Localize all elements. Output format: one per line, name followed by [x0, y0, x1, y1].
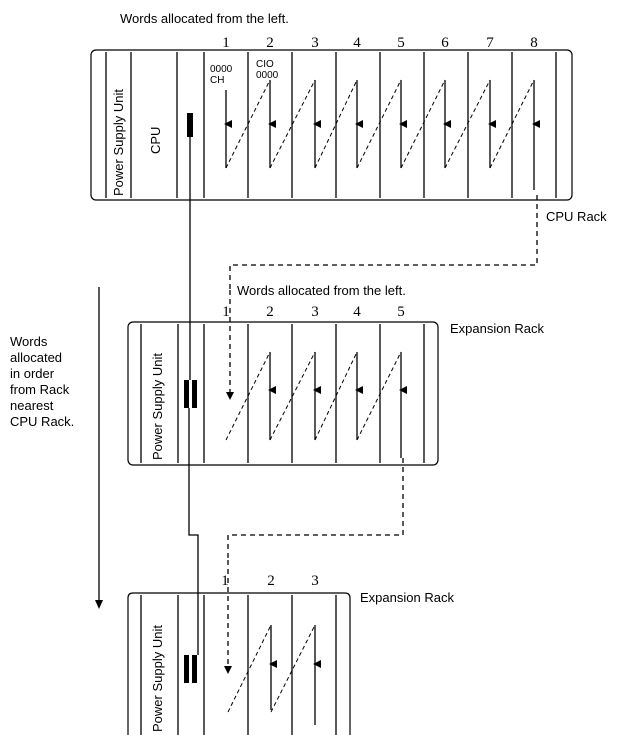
- cpu-slot-number-5: 5: [397, 35, 405, 51]
- cpu-slot-number-2: 2: [266, 35, 274, 51]
- cpu-slot-number-8: 8: [530, 35, 538, 51]
- exp2-slot-number-3: 3: [311, 573, 319, 589]
- side-note: Words allocated in order from Rack neare…: [10, 334, 74, 429]
- side-note-line-3: in order: [10, 366, 55, 381]
- exp1-slot-number-5: 5: [397, 304, 405, 320]
- exp2-rack-frame: [127, 592, 351, 735]
- exp2-slot-number-2: 2: [267, 573, 275, 589]
- exp1-slot-number-2: 2: [266, 304, 274, 320]
- slot1-label-line2: CH: [210, 75, 224, 86]
- exp2-slot-number-1: 1: [221, 573, 229, 589]
- exp1-connector: [184, 380, 197, 408]
- allocation-path-exp1-to-exp2: [227, 458, 404, 560]
- exp2-allocation-arrows: [224, 560, 321, 725]
- cpu-slot-number-1: 1: [222, 35, 230, 51]
- cable-exp1-to-exp2: [188, 408, 199, 655]
- cpu-rack-label: CPU Rack: [546, 209, 607, 224]
- cpu-slot-number-7: 7: [486, 35, 494, 51]
- exp1-psu-label: Power Supply Unit: [150, 353, 165, 460]
- cpu-rack-slot-numbers: 1 2 3 4 5 6 7 8: [222, 35, 538, 51]
- cpu-label: CPU: [148, 127, 163, 154]
- cpu-rack-allocation-arrows: [224, 79, 540, 190]
- exp2-rack-label: Expansion Rack: [360, 590, 454, 605]
- allocation-path-cpu-to-exp1: [229, 195, 538, 290]
- cpu-rack-caption: Words allocated from the left.: [120, 11, 289, 26]
- exp1-rack-label: Expansion Rack: [450, 321, 544, 336]
- side-note-line-6: CPU Rack.: [10, 414, 74, 429]
- side-note-line-2: allocated: [10, 350, 62, 365]
- exp1-caption: Words allocated from the left.: [237, 283, 406, 298]
- order-arrow: [95, 287, 103, 609]
- slot2-label-line2: 0000: [256, 70, 279, 81]
- exp1-slot-number-4: 4: [353, 304, 361, 320]
- exp1-rack-dividers: [140, 324, 425, 463]
- side-note-line-1: Words: [10, 334, 48, 349]
- exp1-slot-number-3: 3: [311, 304, 319, 320]
- side-note-line-4: from Rack: [10, 382, 70, 397]
- slot2-label-line1: CIO: [256, 59, 274, 70]
- exp2-connector: [184, 655, 197, 683]
- side-note-line-5: nearest: [10, 398, 54, 413]
- exp1-allocation-arrows: [225, 290, 407, 458]
- cpu-rack-psu-label: Power Supply Unit: [111, 89, 126, 196]
- cpu-rack-connector: [187, 113, 193, 137]
- exp2-rack-dividers: [140, 595, 337, 735]
- cpu-slot-number-4: 4: [353, 35, 361, 51]
- exp2-psu-label: Power Supply Unit: [150, 625, 165, 732]
- exp1-rack-frame: [127, 321, 439, 466]
- exp2-slot-numbers: 1 2 3: [221, 573, 319, 589]
- exp1-slot-number-1: 1: [222, 304, 230, 320]
- slot1-label-line1: 0000: [210, 64, 233, 75]
- cpu-slot-number-3: 3: [311, 35, 319, 51]
- cpu-rack-frame: [90, 49, 573, 201]
- cpu-rack-dividers: [105, 52, 557, 198]
- exp1-slot-numbers: 1 2 3 4 5: [222, 304, 405, 320]
- cpu-slot-number-6: 6: [441, 35, 449, 51]
